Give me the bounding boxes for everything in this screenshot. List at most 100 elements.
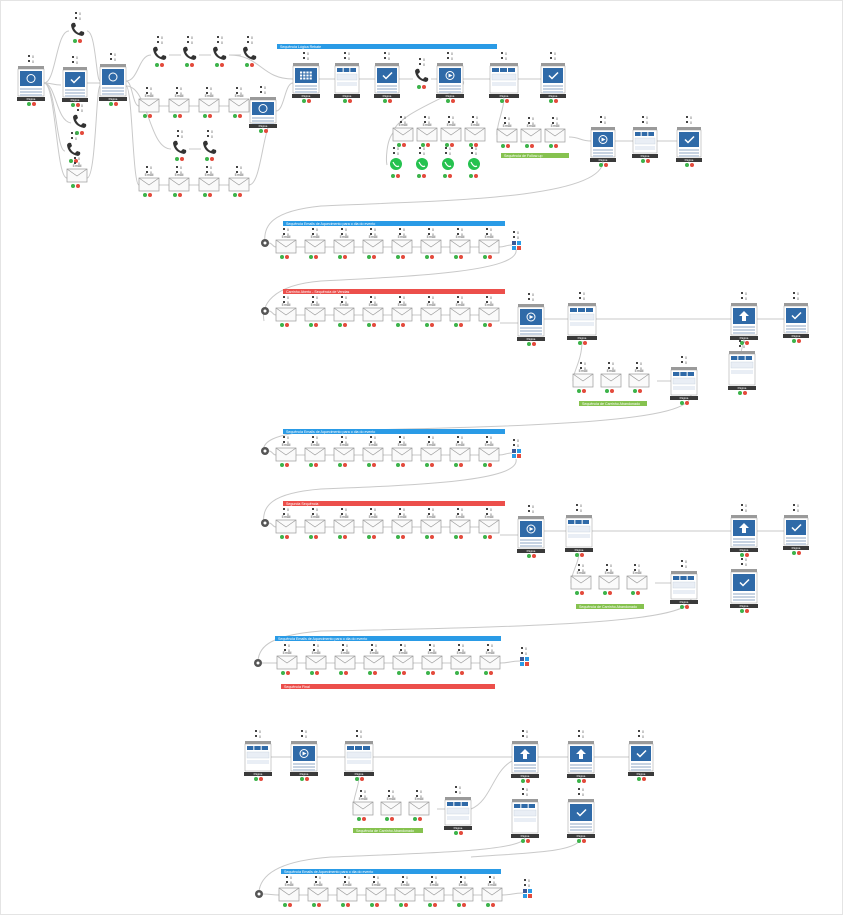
phone-node[interactable]: 00	[173, 130, 187, 161]
phone-node[interactable]: 00	[73, 104, 87, 135]
whatsapp-node[interactable]: 00	[442, 147, 454, 178]
whatsapp-node[interactable]: 00	[468, 147, 480, 178]
social-node[interactable]: 00	[512, 231, 521, 250]
phone-node[interactable]: 00	[183, 36, 197, 67]
whatsapp-node[interactable]: 00	[416, 147, 428, 178]
social-node[interactable]: 00	[520, 647, 529, 666]
phone-node[interactable]: 00	[213, 36, 227, 67]
phone-node[interactable]: 00	[415, 58, 429, 89]
phone-node[interactable]: 00	[71, 12, 85, 43]
social-node[interactable]: 00	[523, 879, 532, 898]
social-node[interactable]: 00	[512, 439, 521, 458]
